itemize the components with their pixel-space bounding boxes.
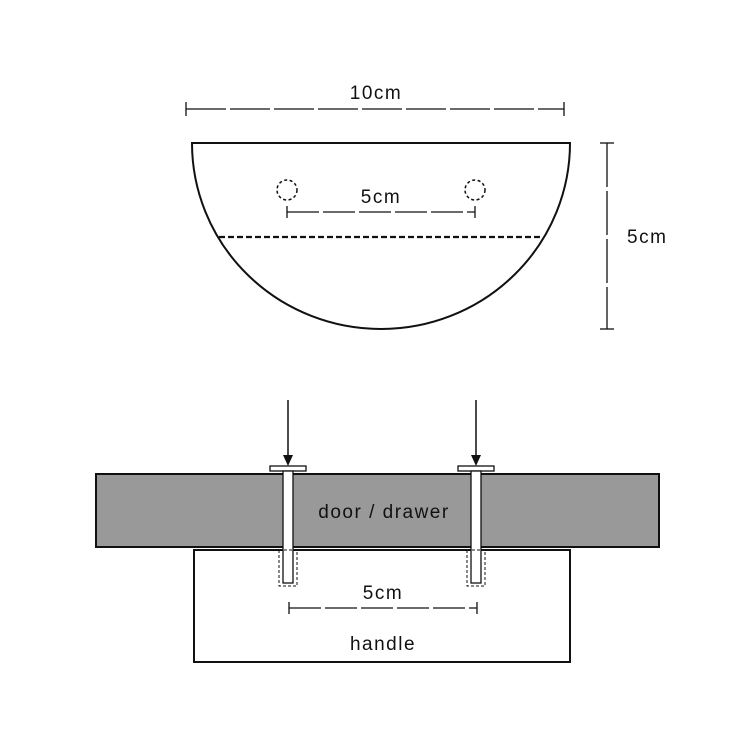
door-label: door / drawer [318, 502, 449, 523]
screw-left [269, 465, 307, 587]
side-view: door / drawer 5cm handle [95, 400, 660, 663]
screw-hole-right [464, 179, 486, 201]
hole-spacing-dimension-bottom [288, 602, 478, 614]
hole-spacing-label-bottom: 5cm [363, 583, 403, 604]
hole-spacing-dimension-top [286, 206, 476, 218]
width-label: 10cm [350, 83, 402, 104]
handle-label: handle [350, 634, 416, 655]
height-dimension [600, 142, 614, 330]
screw-right [457, 465, 495, 587]
hole-spacing-label-top: 5cm [361, 187, 401, 208]
arrow-right [471, 400, 481, 466]
height-label: 5cm [627, 227, 667, 248]
door-panel [95, 473, 660, 548]
screw-hole-left [276, 179, 298, 201]
handle-body [193, 549, 571, 663]
width-dimension [185, 102, 565, 116]
arrow-left [283, 400, 293, 466]
top-view: 10cm 5cm 5cm [185, 83, 667, 330]
